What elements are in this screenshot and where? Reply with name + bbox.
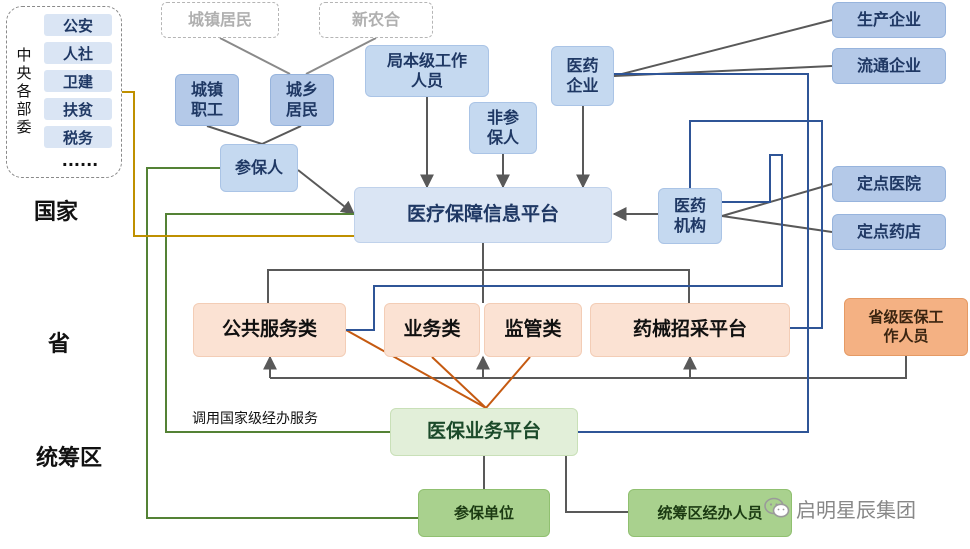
line-residents-insured xyxy=(261,125,302,145)
line-olive-national-services xyxy=(165,213,390,433)
ministry-taxation: 税务 xyxy=(44,126,112,148)
line-legacy-ncms xyxy=(305,37,377,75)
node-designated-hospital: 定点医院 xyxy=(832,166,946,202)
line-navy-outer xyxy=(578,73,809,433)
line-business-public-service xyxy=(345,329,487,409)
central-ministries-group xyxy=(6,6,122,178)
line-provincial-staff xyxy=(270,356,907,379)
node-district-handlers: 统筹区经办人员 xyxy=(628,489,792,537)
line-legacy-urban-residents xyxy=(219,37,291,75)
line-gold-ministries xyxy=(122,91,354,237)
line-navy-procurement xyxy=(689,120,823,329)
node-procurement-platform: 药械招采平台 xyxy=(590,303,790,357)
line-employees-insured xyxy=(206,125,263,145)
line-manufacturer-pharma xyxy=(613,19,833,77)
ministry-human-resources: 人社 xyxy=(44,42,112,64)
line-pharmacy-institution xyxy=(721,215,833,233)
wechat-icon xyxy=(764,497,790,519)
line-business-business xyxy=(431,356,487,409)
central-ministries-title: 中央各部委 xyxy=(16,46,32,136)
node-urban-residents-legacy: 城镇居民 xyxy=(161,2,279,38)
line-navy-public-service xyxy=(346,154,783,331)
node-insured: 参保人 xyxy=(220,144,298,192)
ministry-health: 卫建 xyxy=(44,70,112,92)
line-business-supervision xyxy=(485,356,531,409)
line-olive-insured-unit xyxy=(146,167,418,519)
level-district: 统筹区 xyxy=(36,446,103,471)
node-provincial-staff: 省级医保工 作人员 xyxy=(844,298,968,356)
line-hospital-institution xyxy=(721,183,833,217)
node-insured-unit: 参保单位 xyxy=(418,489,550,537)
arrow-insured-platform xyxy=(297,169,356,215)
node-medical-institution: 医药 机构 xyxy=(658,188,722,244)
node-non-insured: 非参 保人 xyxy=(469,102,537,154)
node-bureau-staff: 局本级工作 人员 xyxy=(365,45,489,97)
line-platform-procurement xyxy=(483,269,690,303)
ministry-public-security: 公安 xyxy=(44,14,112,36)
node-business: 业务类 xyxy=(384,303,480,357)
node-ncms: 新农合 xyxy=(319,2,433,38)
node-urban-employees: 城镇 职工 xyxy=(175,74,239,126)
watermark-text: 启明星辰集团 xyxy=(796,497,916,522)
ministry-poverty-alleviation: 扶贫 xyxy=(44,98,112,120)
node-medical-security-info-platform: 医疗保障信息平台 xyxy=(354,187,612,243)
ministries-ellipsis: ...... xyxy=(61,151,99,170)
node-business-platform: 医保业务平台 xyxy=(390,408,578,456)
node-urban-rural-residents: 城乡 居民 xyxy=(270,74,334,126)
watermark: 启明星辰集团 xyxy=(764,494,916,522)
level-province: 省 xyxy=(48,332,71,357)
node-manufacturer: 生产企业 xyxy=(832,2,946,38)
node-designated-pharmacy: 定点药店 xyxy=(832,214,946,250)
caption-call-national-services: 调用国家级经办服务 xyxy=(192,411,318,427)
node-distributor: 流通企业 xyxy=(832,48,946,84)
node-pharma-enterprise: 医药 企业 xyxy=(551,46,614,106)
node-supervision: 监管类 xyxy=(484,303,582,357)
line-business-handlers xyxy=(565,456,628,513)
node-public-service: 公共服务类 xyxy=(193,303,346,357)
line-platform-province xyxy=(267,243,484,303)
level-national: 国家 xyxy=(34,200,79,225)
